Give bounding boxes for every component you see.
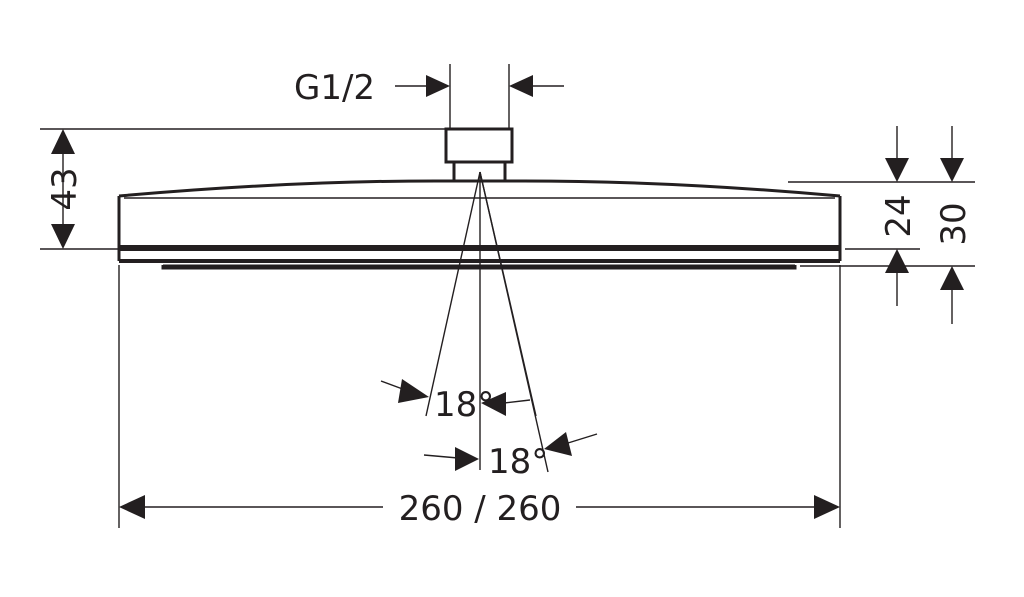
angle-upper-arrow-right (481, 392, 506, 416)
angle-upper-leader-right (503, 399, 531, 404)
width-arrow-left (119, 495, 145, 519)
angle-upper-label: 18° (434, 385, 494, 425)
width-arrow-right (814, 495, 840, 519)
width-label: 260 / 260 (399, 489, 562, 529)
angle-lower-arrow-right (544, 432, 572, 456)
angle-lower-leader-right (567, 433, 598, 444)
angle-lower-leader-left (423, 454, 459, 459)
angle-lower-arrow-left (455, 447, 479, 471)
angle-dimensions: 18° 18° (380, 379, 598, 482)
height-43-dimension: 43 (40, 128, 446, 250)
connector-neck (452, 162, 507, 181)
thread-arrow-left (426, 75, 450, 97)
angle-line-right-outer (479, 171, 549, 473)
height-30-label: 30 (934, 202, 974, 245)
spray-angle-lines (425, 171, 549, 473)
dim-30-arrow-bottom (940, 266, 964, 290)
angle-lower-label: 18° (488, 442, 548, 482)
angle-upper-arrow-left (398, 379, 429, 403)
width-dimension: 260 / 260 (118, 265, 841, 529)
dim-30-arrow-top (940, 158, 964, 182)
thread-dimension: G1/2 (294, 64, 564, 128)
height-right-dimensions: 24 30 (788, 126, 975, 324)
height-43-arrow-top (51, 129, 75, 154)
dim-24-arrow-bottom (885, 249, 909, 273)
connector-nut (444, 127, 514, 164)
angle-line-left (425, 171, 481, 417)
height-43-arrow-bottom (51, 224, 75, 249)
thread-arrow-right (509, 75, 533, 97)
dim-24-arrow-top (885, 158, 909, 182)
height-43-label: 43 (45, 167, 85, 210)
thread-label: G1/2 (294, 68, 375, 108)
height-24-label: 24 (879, 194, 919, 237)
